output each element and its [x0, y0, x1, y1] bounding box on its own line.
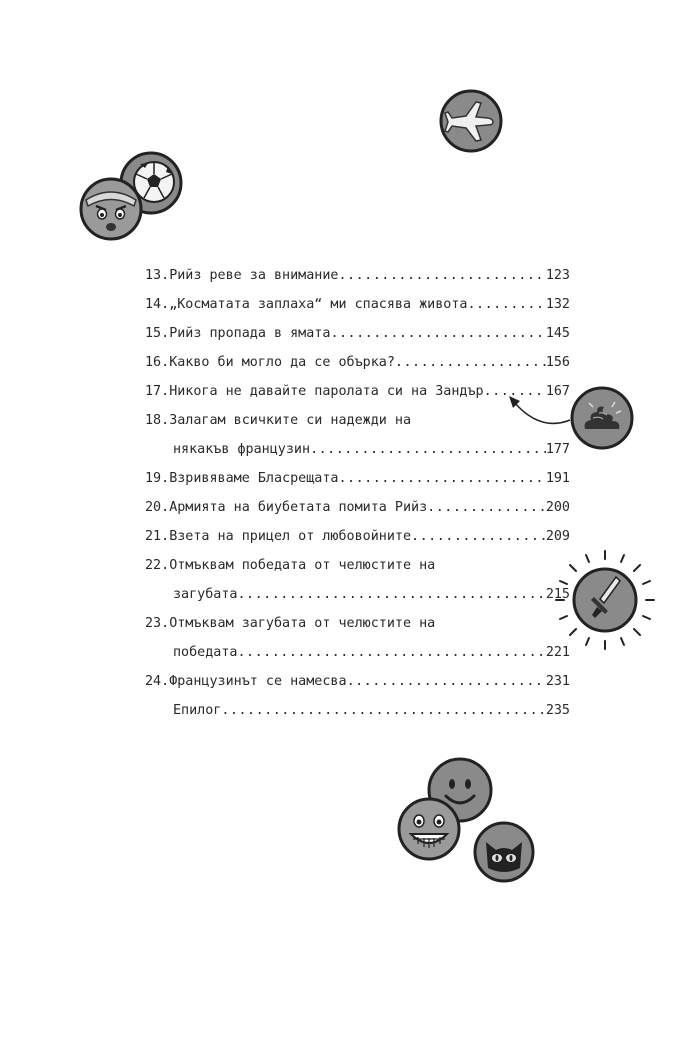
- toc-entry-23-continued: победата 221: [145, 645, 570, 669]
- toc-title: Французинът се намесва: [169, 674, 347, 689]
- toc-entry-epilogue: Епилог 235: [145, 703, 570, 727]
- curved-arrow-icon: [500, 392, 572, 432]
- toc-title: Рийз реве за внимание: [169, 268, 339, 283]
- toc-entry-21: 21. Взета на прицел от любовойните 209: [145, 529, 570, 553]
- toc-page-number: 123: [545, 268, 570, 283]
- worried-face-icon: [78, 176, 144, 242]
- airplane-icon: [438, 88, 504, 154]
- toc-title: Взривяваме Бласрещата: [169, 471, 339, 486]
- dot-leader: [411, 529, 546, 544]
- toc-entry-24: 24. Французинът се намесва 231: [145, 674, 570, 698]
- toc-title: Отмъквам победата от челюстите на: [169, 558, 436, 573]
- toc-entry-20: 20. Армията на биубетата помита Рийз 200: [145, 500, 570, 524]
- grinning-face-icon: [396, 796, 462, 862]
- toc-entry-22: 22. Отмъквам победата от челюстите на: [145, 558, 570, 582]
- toc-title: Взета на прицел от любовойните: [169, 529, 412, 544]
- toc-page-number: 221: [545, 645, 570, 660]
- toc-page-number: 156: [545, 355, 570, 370]
- toc-title-continued: победата: [173, 645, 238, 660]
- toc-entry-18: 18. Залагам всичките си надежди на: [145, 413, 570, 437]
- toc-title: Армията на биубетата помита Рийз: [169, 500, 428, 515]
- toc-page-number: 145: [545, 326, 570, 341]
- toc-title: Никога не давайте паролата си на Зандър: [169, 384, 484, 399]
- toc-entry-17: 17. Никога не давайте паролата си на Зан…: [145, 384, 570, 408]
- toc-entry-15: 15. Рийз пропада в ямата 145: [145, 326, 570, 350]
- toc-title: Епилог: [173, 703, 222, 718]
- toc-number: 13.: [145, 268, 170, 283]
- toc-entry-16: 16. Какво би могло да се обърка? 156: [145, 355, 570, 379]
- cat-face-icon: [472, 820, 536, 884]
- toc-number: 23.: [145, 616, 170, 631]
- poop-icon: [569, 385, 635, 451]
- toc-page-number: 132: [545, 297, 570, 312]
- toc-number: 19.: [145, 471, 170, 486]
- dot-leader: [310, 442, 546, 457]
- toc-entry-13: 13. Рийз реве за внимание 123: [145, 268, 570, 292]
- toc-page-number: 167: [545, 384, 570, 399]
- toc-number: 22.: [145, 558, 170, 573]
- toc-number: 24.: [145, 674, 170, 689]
- dot-leader: [467, 297, 545, 312]
- toc-number: 14.: [145, 297, 170, 312]
- toc-page-number: 209: [545, 529, 570, 544]
- toc-title: Залагам всичките си надежди на: [169, 413, 412, 428]
- toc-title-continued: някакъв французин: [173, 442, 311, 457]
- toc-title: Отмъквам загубата от челюстите на: [169, 616, 436, 631]
- toc-title: Рийз пропада в ямата: [169, 326, 331, 341]
- toc-page-number: 200: [545, 500, 570, 515]
- dot-leader: [339, 268, 546, 283]
- dot-leader: [339, 471, 546, 486]
- toc-page-number: 235: [545, 703, 570, 718]
- toc-number: 18.: [145, 413, 170, 428]
- toc-entry-19: 19. Взривяваме Бласрещата 191: [145, 471, 570, 495]
- toc-entry-23: 23. Отмъквам загубата от челюстите на: [145, 616, 570, 640]
- toc-number: 21.: [145, 529, 170, 544]
- toc-entry-22-continued: загубата 215: [145, 587, 570, 611]
- dot-leader: [395, 355, 546, 370]
- dot-leader: [347, 674, 546, 689]
- sword-icon: [550, 545, 660, 655]
- dot-leader: [238, 587, 546, 602]
- toc-page-number: 231: [545, 674, 570, 689]
- dot-leader: [221, 703, 545, 718]
- toc-page-number: 191: [545, 471, 570, 486]
- toc-number: 16.: [145, 355, 170, 370]
- toc-number: 17.: [145, 384, 170, 399]
- toc-page-number: 177: [545, 442, 570, 457]
- dot-leader: [238, 645, 546, 660]
- toc-title: Какво би могло да се обърка?: [169, 355, 395, 370]
- toc-title: „Косматата заплаха“ ми спасява живота: [169, 297, 468, 312]
- toc-entry-14: 14. „Косматата заплаха“ ми спасява живот…: [145, 297, 570, 321]
- toc-page-number: 215: [545, 587, 570, 602]
- toc-title-continued: загубата: [173, 587, 238, 602]
- dot-leader: [330, 326, 545, 341]
- toc-number: 20.: [145, 500, 170, 515]
- dot-leader: [427, 500, 546, 515]
- toc-entry-18-continued: някакъв французин 177: [145, 442, 570, 466]
- toc-number: 15.: [145, 326, 170, 341]
